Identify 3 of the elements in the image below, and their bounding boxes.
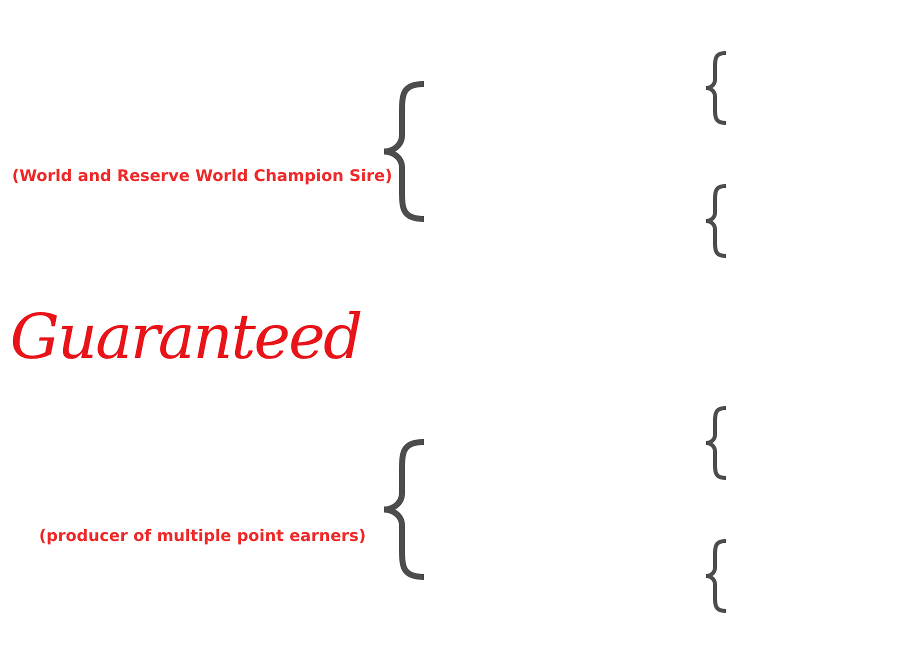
pedigree-note: (World and Reserve World Champion Sire) (12, 166, 392, 186)
pedigree-note: (producer of multiple point earners) (39, 526, 366, 546)
script-heading: Guaranteed (10, 302, 361, 372)
